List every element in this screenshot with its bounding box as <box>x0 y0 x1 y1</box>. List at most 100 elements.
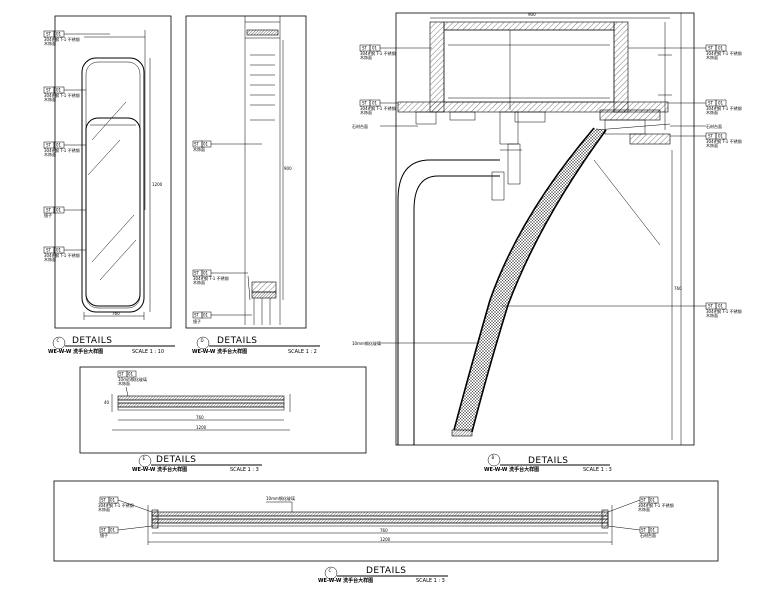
callout-tag: ST 01 镜子 <box>99 525 153 538</box>
detail-panel-d-section: 900 ST 01 木饰面 ST 01 304#钢 T-1 不锈钢 木饰面 <box>185 15 320 355</box>
callout-tag: ST 01 304#钢 T-1 不锈钢 木饰面 <box>43 141 86 157</box>
svg-text:ST: ST <box>362 46 368 51</box>
svg-text:760: 760 <box>380 528 388 533</box>
svg-text:304#钢 T-1 不锈钢: 304#钢 T-1 不锈钢 <box>98 502 134 508</box>
svg-text:01: 01 <box>56 248 62 253</box>
svg-text:900: 900 <box>528 12 536 17</box>
dim-label: 760 <box>112 311 120 316</box>
svg-text:01: 01 <box>110 498 116 503</box>
svg-text:C: C <box>329 568 332 573</box>
svg-text:木饰面: 木饰面 <box>98 506 110 512</box>
svg-text:ST: ST <box>194 313 200 318</box>
svg-text:ST: ST <box>119 372 125 377</box>
svg-text:01: 01 <box>56 208 62 213</box>
callout-tag: ST 01 木饰面 <box>192 140 262 152</box>
detail-panel-b-section: 900 760 ST <box>352 12 742 473</box>
svg-text:ST: ST <box>708 101 714 106</box>
svg-text:ST: ST <box>194 142 200 147</box>
svg-text:ST: ST <box>708 304 714 309</box>
detail-title: DETAILS <box>528 456 568 466</box>
detail-title: DETAILS <box>217 336 257 346</box>
svg-text:ST: ST <box>101 498 107 503</box>
svg-text:01: 01 <box>56 143 62 148</box>
svg-text:01: 01 <box>56 88 62 93</box>
callout-tag: ST 01 镜子 <box>192 311 252 324</box>
svg-text:木饰面: 木饰面 <box>638 506 650 512</box>
svg-text:石材台面: 石材台面 <box>706 123 722 129</box>
svg-text:01: 01 <box>128 372 134 377</box>
svg-text:木饰面: 木饰面 <box>44 40 56 46</box>
svg-text:镜子: 镜子 <box>100 532 108 538</box>
callout-tag: ST 01 304#钢 T-1 不锈钢 木饰面 <box>502 302 742 318</box>
svg-text:304#钢 T-1 不锈钢: 304#钢 T-1 不锈钢 <box>44 252 80 258</box>
detail-panel-c-countertop: 760 1200 10mm钢化玻璃 ST 01 304#钢 T-1 不锈钢 木饰… <box>53 480 719 584</box>
svg-text:石材台面: 石材台面 <box>640 532 656 538</box>
svg-text:木饰面: 木饰面 <box>44 96 56 102</box>
svg-text:304#钢 T-1 不锈钢: 304#钢 T-1 不锈钢 <box>706 105 742 111</box>
svg-text:10mm钢化玻璃: 10mm钢化玻璃 <box>352 340 381 346</box>
svg-text:ST: ST <box>708 134 714 139</box>
detail-subtitle: WE-W-W 洗手台大样图 <box>192 348 247 355</box>
svg-text:304#钢 T-1 不锈钢: 304#钢 T-1 不锈钢 <box>638 502 674 508</box>
callout-tag: ST 01 304#钢 T-1 不锈钢 木饰面 <box>43 246 86 262</box>
svg-text:40: 40 <box>104 400 110 405</box>
callout-tag: ST 01 304#钢 T-1 不锈钢 木饰面 <box>628 44 742 60</box>
svg-text:木饰面: 木饰面 <box>193 146 205 152</box>
svg-text:镜子: 镜子 <box>193 318 201 324</box>
detail-scale: SCALE 1 : 3 <box>416 578 445 584</box>
callout-tag: ST 01 304#钢 T-1 不锈钢 木饰面 <box>43 30 110 46</box>
svg-text:C: C <box>57 338 60 343</box>
detail-panel-e-bar: 760 1200 ST 01 10mm钢化玻璃 木饰面 40 E DETAILS… <box>79 366 367 473</box>
detail-scale: SCALE 1 : 3 <box>230 467 259 473</box>
callout-tag: ST 01 镜子 <box>43 206 86 218</box>
callout-tag: ST 01 304#钢 T-1 不锈钢 木饰面 <box>668 99 742 115</box>
svg-text:304#钢 T-1 不锈钢: 304#钢 T-1 不锈钢 <box>44 92 80 98</box>
svg-text:01: 01 <box>718 101 724 106</box>
svg-text:ST: ST <box>194 271 200 276</box>
callout-tag: 10mm钢化玻璃 <box>266 495 295 512</box>
detail-title: DETAILS <box>72 336 112 346</box>
detail-title: DETAILS <box>366 566 406 576</box>
svg-text:304#钢 T-1 不锈钢: 304#钢 T-1 不锈钢 <box>706 50 742 56</box>
callout-tag: ST 01 304#钢 T-1 不锈钢 木饰面 <box>98 496 153 513</box>
svg-text:木饰面: 木饰面 <box>706 142 718 148</box>
svg-text:木饰面: 木饰面 <box>193 279 205 285</box>
detail-title: DETAILS <box>156 455 196 465</box>
svg-text:石材台面: 石材台面 <box>352 123 368 129</box>
svg-text:10mm钢化玻璃: 10mm钢化玻璃 <box>266 495 295 501</box>
svg-text:01: 01 <box>110 528 116 533</box>
svg-text:ST: ST <box>641 498 647 503</box>
svg-text:ST: ST <box>101 528 107 533</box>
svg-text:ST: ST <box>362 101 368 106</box>
svg-text:木饰面: 木饰面 <box>44 256 56 262</box>
detail-scale: SCALE 1 : 2 <box>288 349 317 355</box>
callout-tag: ST 01 石材台面 <box>607 525 659 538</box>
svg-text:ST: ST <box>708 46 714 51</box>
detail-subtitle: WE-W-W 洗手台大样图 <box>318 577 373 584</box>
svg-text:木饰面: 木饰面 <box>44 151 56 157</box>
callout-tag: ST 01 304#钢 T-1 不锈钢 木饰面 <box>192 269 248 285</box>
svg-text:01: 01 <box>718 46 724 51</box>
svg-text:ST: ST <box>46 32 52 37</box>
svg-text:01: 01 <box>203 142 209 147</box>
detail-subtitle: WE-W-W 洗手台大样图 <box>132 466 187 473</box>
svg-text:镜子: 镜子 <box>44 212 52 218</box>
svg-text:ST: ST <box>46 88 52 93</box>
svg-text:10mm钢化玻璃: 10mm钢化玻璃 <box>118 376 147 382</box>
svg-text:木饰面: 木饰面 <box>706 54 718 60</box>
svg-text:B: B <box>492 455 495 460</box>
detail-subtitle: WE-W-W 洗手台大样图 <box>484 466 539 473</box>
detail-scale: SCALE 1 : 10 <box>132 349 164 355</box>
svg-text:木饰面: 木饰面 <box>360 109 372 115</box>
svg-text:01: 01 <box>203 271 209 276</box>
svg-text:304#钢 T-1 不锈钢: 304#钢 T-1 不锈钢 <box>44 147 80 153</box>
svg-text:1200: 1200 <box>380 537 391 542</box>
svg-text:D: D <box>201 338 204 343</box>
callout-tag: ST 01 10mm钢化玻璃 木饰面 <box>117 370 147 397</box>
svg-text:ST: ST <box>641 528 647 533</box>
svg-text:ST: ST <box>46 248 52 253</box>
svg-text:01: 01 <box>372 46 378 51</box>
callout-tag: ST 01 304#钢 T-1 不锈钢 木饰面 <box>607 496 674 513</box>
svg-text:01: 01 <box>372 101 378 106</box>
svg-text:木饰面: 木饰面 <box>706 109 718 115</box>
